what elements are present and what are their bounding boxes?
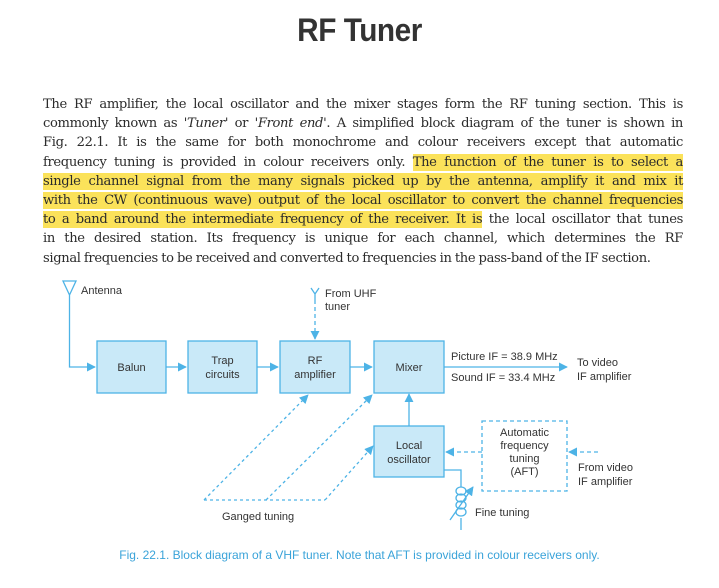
lo-label-1: Local [396, 440, 422, 452]
paragraph-line: single channel signal from the many sign… [43, 172, 683, 191]
lo-label-2: oscillator [387, 454, 431, 466]
aft-label-3: tuning [510, 453, 540, 465]
uhf-label-1: From UHF [325, 288, 377, 300]
paragraph-line: with the CW (continuous wave) output of … [43, 191, 683, 210]
trap-label-1: Trap [211, 355, 233, 367]
highlighted-text: single channel signal from the many sign… [43, 172, 683, 190]
block-rf-amplifier [279, 340, 351, 394]
highlighted-text: The function of the tuner is to select a [412, 153, 683, 171]
fine-tuning-coil-icon [444, 469, 462, 530]
text-segment: in the desired station. Its frequency is… [43, 231, 683, 247]
block-balun [96, 340, 167, 394]
page-title: RF Tuner [297, 12, 422, 48]
from-video-label-1: From video [578, 462, 633, 474]
paragraph-line: in the desired station. Its frequency is… [43, 229, 683, 248]
aft-label-1: Automatic [500, 427, 549, 439]
text-segment: The RF amplifier, the local oscillator a… [43, 97, 683, 112]
paragraph-line: to a band around the intermediate freque… [43, 210, 683, 229]
text-segment: or [228, 116, 255, 132]
antenna-label: Antenna [81, 285, 123, 297]
rf-label-1: RF [308, 355, 323, 367]
picture-if-label: Picture IF = 38.9 MHz [451, 351, 558, 363]
highlighted-text: to a band around the intermediate freque… [43, 211, 483, 229]
to-video-label-2: IF amplifier [577, 371, 632, 383]
text-segment: the local oscillator that tunes [482, 212, 684, 228]
highlighted-text: with the CW (continuous wave) output of … [43, 191, 683, 209]
sound-if-label: Sound IF = 33.4 MHz [451, 372, 555, 384]
paragraph-line: signal frequencies to be received and co… [43, 249, 683, 268]
paragraph-line: Fig. 22.1. It is the same for both monoc… [43, 133, 683, 152]
fine-tuning-label: Fine tuning [475, 507, 529, 519]
uhf-antenna-icon [310, 287, 320, 300]
body-paragraph: The RF amplifier, the local oscillator a… [43, 95, 683, 268]
text-segment: commonly known as [43, 116, 184, 132]
figure-caption: Fig. 22.1. Block diagram of a VHF tuner.… [119, 548, 600, 562]
text-segment: 'Tuner' [183, 116, 229, 132]
coil-loops [455, 486, 467, 517]
text-segment: 'Front end' [254, 116, 327, 132]
trap-label-2: circuits [205, 369, 240, 381]
block-diagram: Antenna From UHF tuner Balun Trap circui… [61, 280, 633, 530]
ganged-tuning-label: Ganged tuning [222, 511, 294, 523]
aft-label-2: frequency [500, 440, 549, 452]
block-local-oscillator [373, 425, 445, 478]
to-video-label-1: To video [577, 357, 618, 369]
balun-label: Balun [117, 362, 145, 374]
paragraph-line: The RF amplifier, the local oscillator a… [43, 95, 683, 114]
from-video-label-2: IF amplifier [578, 476, 633, 488]
aft-label-4: (AFT) [510, 466, 538, 478]
block-aft [481, 420, 568, 492]
mixer-label: Mixer [396, 362, 423, 374]
rf-label-2: amplifier [294, 369, 336, 381]
block-trap-circuits [187, 340, 258, 394]
block-mixer [373, 340, 445, 394]
paragraph-line: frequency tuning is provided in colour r… [43, 153, 683, 172]
antenna-icon [61, 280, 95, 367]
text-segment: . A simplified block diagram of the tune… [326, 116, 683, 132]
ganged-tuning-links [203, 394, 374, 501]
text-segment: Fig. 22.1. It is the same for both monoc… [43, 135, 683, 151]
uhf-label-2: tuner [325, 301, 350, 313]
text-segment: frequency tuning is provided in colour r… [43, 154, 413, 170]
paragraph-line: commonly known as 'Tuner' or 'Front end'… [43, 114, 683, 133]
text-segment: signal frequencies to be received and co… [43, 250, 651, 266]
variable-arrow [449, 486, 474, 521]
